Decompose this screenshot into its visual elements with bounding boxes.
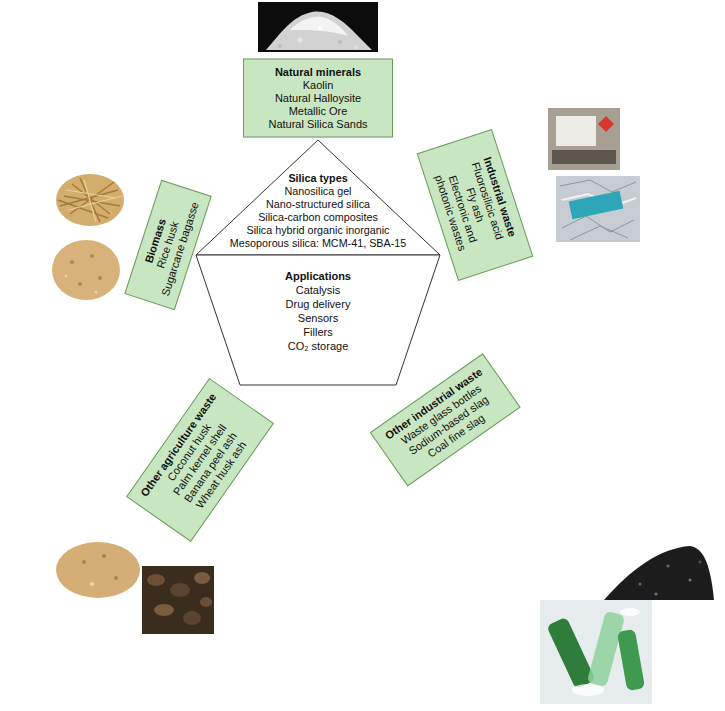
- box-heading: Applications: [285, 269, 351, 283]
- palm-kernel-shell-photo-part: [183, 611, 201, 625]
- coal-slag-photo-part: [689, 579, 692, 582]
- palm-kernel-shell-photo-part: [194, 572, 210, 584]
- coconut-husk-photo-part: [114, 576, 118, 580]
- glass-bottles-photo-part: [572, 684, 604, 696]
- sugarcane-bagasse-photo: [52, 240, 120, 300]
- list-item: Metallic Ore: [289, 105, 348, 118]
- coconut-husk-photo-part: [56, 542, 140, 598]
- list-item: Nano-structured silica: [266, 198, 370, 211]
- silica-powder-photo-part: [258, 2, 378, 52]
- coal-slag-photo-part: [699, 561, 702, 564]
- list-item: Natural Silica Sands: [268, 118, 367, 131]
- list-item: Kaolin: [303, 79, 334, 92]
- fluorosilicic-acid-photo-part: [548, 108, 620, 170]
- rice-husk-photo-part: [58, 178, 120, 222]
- glass-bottles-photo-part: [587, 611, 625, 688]
- list-item: Fillers: [303, 325, 332, 339]
- glass-bottles-photo-part: [617, 629, 645, 691]
- list-item: Silica hybrid organic inorganic: [246, 224, 389, 237]
- coal-slag-photo-part: [667, 565, 670, 568]
- silica-powder-photo-part: [318, 26, 322, 30]
- source-box: Other agriculture wasteCoconut huskPalm …: [126, 378, 274, 542]
- coal-slag-photo-part: [655, 593, 658, 596]
- coal-slag-photo-part: [639, 583, 642, 586]
- list-item: Natural Halloysite: [275, 92, 361, 105]
- silica-types-triangle: Silica typesNanosilica gelNano-structure…: [196, 140, 440, 255]
- source-box: BiomassRice huskSugarcane bagasse: [124, 180, 211, 310]
- palm-kernel-shell-photo: [142, 566, 214, 634]
- coal-slag-photo: [604, 546, 714, 600]
- rice-husk-photo-part: [66, 180, 122, 222]
- sugarcane-bagasse-photo-part: [65, 275, 68, 278]
- silica-powder-photo-part: [338, 40, 342, 44]
- fluorosilicic-acid-photo-part: [552, 150, 616, 164]
- coconut-husk-photo-part: [90, 582, 94, 586]
- list-item: CO₂ storage: [288, 339, 349, 353]
- sugarcane-bagasse-photo-part: [70, 260, 74, 264]
- sugarcane-bagasse-photo-part: [95, 291, 98, 294]
- electronic-waste-photo-part: [569, 191, 624, 219]
- list-item: Nanosilica gel: [284, 185, 351, 198]
- silica-powder-photo-part: [266, 12, 372, 50]
- sugarcane-bagasse-photo-part: [98, 276, 102, 280]
- silica-powder-photo-part: [354, 45, 358, 49]
- palm-kernel-shell-photo-part: [170, 583, 190, 597]
- fluorosilicic-acid-photo-part: [556, 116, 596, 146]
- box-heading: Natural minerals: [275, 66, 361, 79]
- list-item: Catalysis: [296, 283, 341, 297]
- glass-bottles-photo: [540, 600, 652, 704]
- list-item: Sensors: [298, 311, 338, 325]
- glass-bottles-photo-part: [620, 608, 640, 616]
- silica-powder-photo: [258, 2, 378, 52]
- list-item: Mesoporous silica: MCM-41, SBA-15: [230, 237, 407, 250]
- electronic-waste-photo: [556, 176, 640, 242]
- box-heading: Silica types: [288, 172, 347, 185]
- shape-outline: [196, 140, 440, 255]
- rice-husk-photo: [56, 174, 124, 226]
- sugarcane-bagasse-photo-part: [78, 282, 82, 286]
- fluorosilicic-acid-photo: [548, 108, 620, 170]
- silica-powder-photo-part: [278, 44, 282, 48]
- silica-powder-photo-part: [290, 17, 348, 36]
- coal-slag-photo-part: [604, 546, 714, 600]
- fluorosilicic-acid-photo-part: [598, 116, 614, 132]
- palm-kernel-shell-photo-part: [142, 566, 214, 634]
- list-item: Silica-carbon composites: [258, 211, 378, 224]
- glass-bottles-photo-part: [540, 600, 652, 704]
- electronic-waste-photo-part: [556, 176, 640, 242]
- electronic-waste-photo-part: [560, 180, 636, 240]
- palm-kernel-shell-photo-part: [154, 604, 174, 616]
- shape-outline: [196, 255, 440, 385]
- coconut-husk-photo: [56, 542, 140, 598]
- source-box: Natural mineralsKaolinNatural Halloysite…: [243, 59, 393, 138]
- silica-powder-photo-part: [298, 38, 303, 43]
- applications-pentagon: ApplicationsCatalysisDrug deliverySensor…: [196, 255, 440, 385]
- coconut-husk-photo-part: [102, 554, 106, 558]
- palm-kernel-shell-photo-part: [200, 597, 212, 607]
- sugarcane-bagasse-photo-part: [90, 254, 94, 258]
- coconut-husk-photo-part: [82, 560, 86, 564]
- palm-kernel-shell-photo-part: [147, 574, 165, 586]
- list-item: Drug delivery: [286, 297, 351, 311]
- sugarcane-bagasse-photo-part: [52, 240, 120, 300]
- rice-husk-photo-part: [56, 174, 124, 226]
